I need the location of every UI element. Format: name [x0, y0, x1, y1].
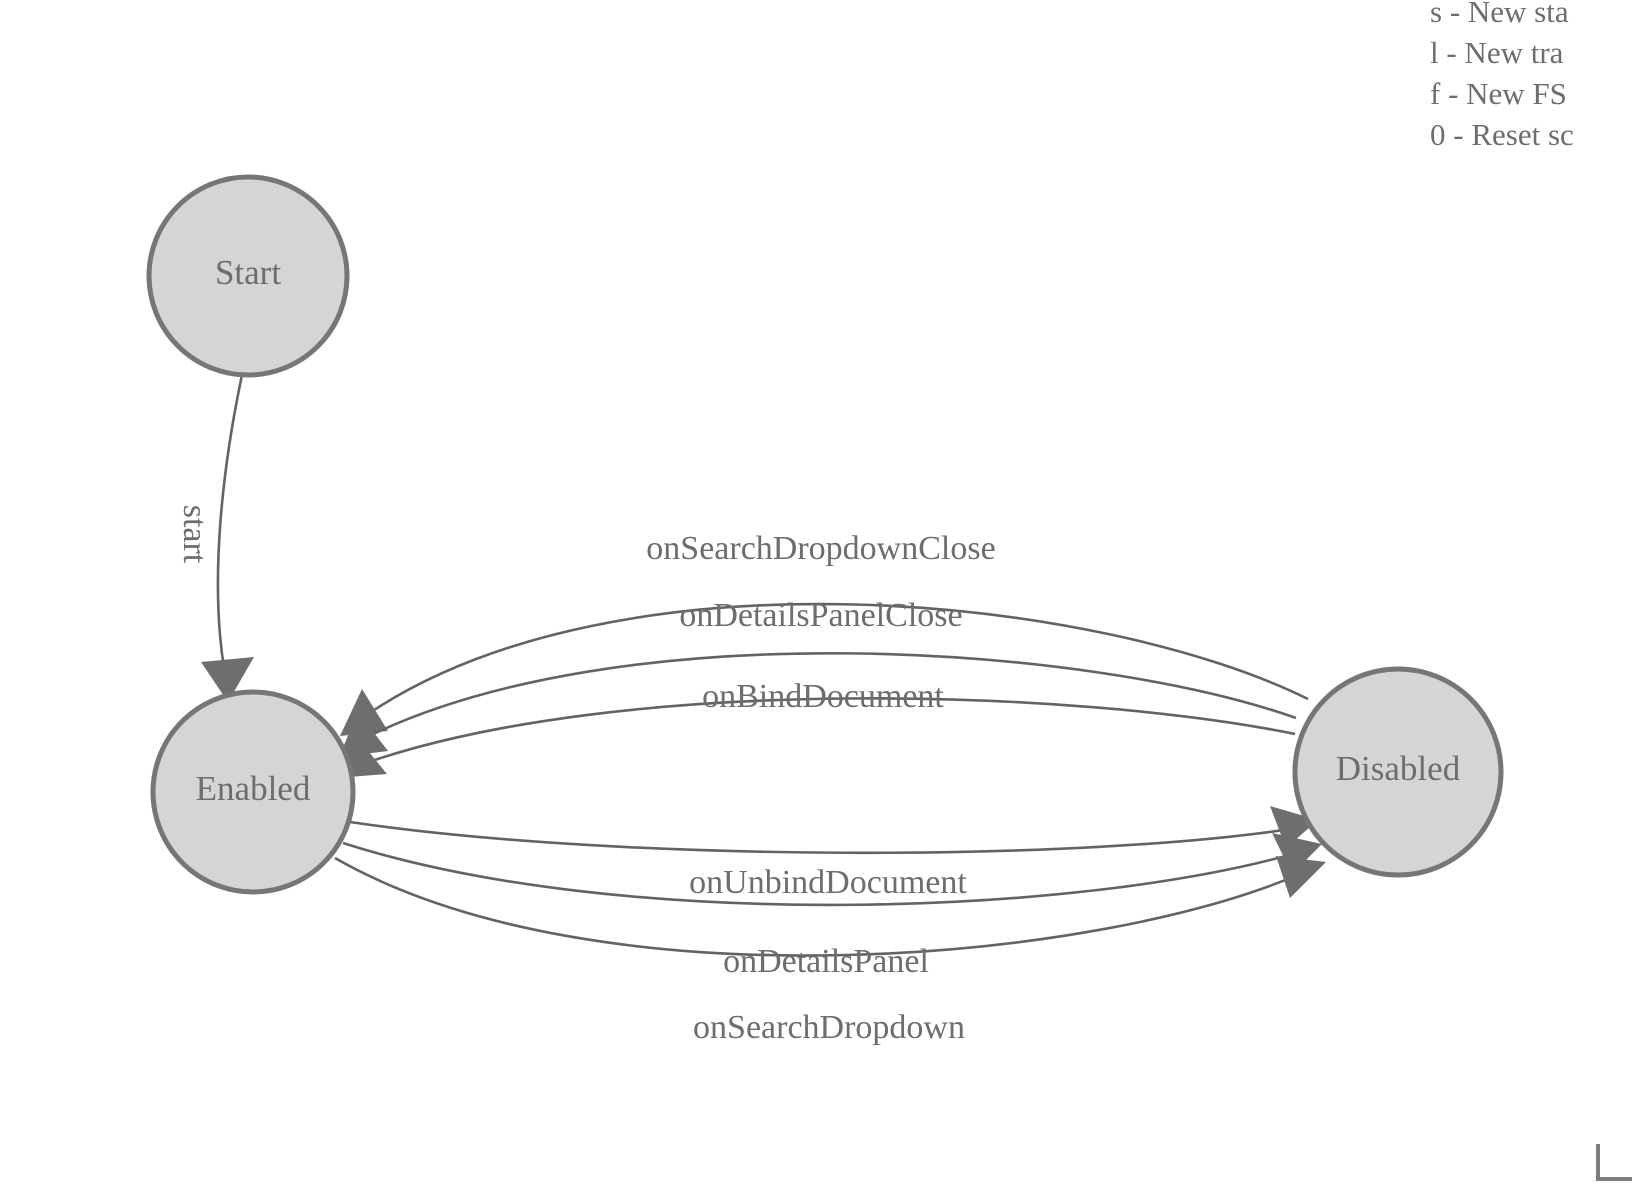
edge-onsearchdropdownclose-path[interactable] — [367, 602, 1309, 716]
legend-line-new-fsm: f - New FS — [1430, 76, 1567, 111]
legend-line-new-transition: l - New tra — [1430, 35, 1564, 70]
edge-label-onsearchdropdownclose: onSearchDropdownClose — [646, 530, 995, 567]
edge-label-ondetailspanel: onDetailsPanel — [723, 943, 929, 980]
bottom-right-corner-mark — [1596, 1144, 1632, 1181]
node-start-label: Start — [215, 253, 281, 292]
edge-onsearchdropdown-arrowhead — [1276, 856, 1326, 898]
edge-label-onbinddocument: onBindDocument — [702, 678, 944, 715]
corner-mark-group — [1596, 1144, 1632, 1181]
legend-line-reset: 0 - Reset sc — [1430, 117, 1574, 152]
node-group: Start Enabled Disabled — [146, 174, 1504, 895]
edge-label-ondetailspanelclose: onDetailsPanelClose — [679, 597, 962, 634]
edge-group — [201, 374, 1326, 957]
edge-label-start: start — [176, 505, 213, 564]
node-disabled-label: Disabled — [1336, 749, 1461, 788]
edge-label-onunbinddocument: onUnbindDocument — [689, 864, 967, 901]
legend-line-new-state: s - New sta — [1430, 0, 1569, 29]
edge-onsearchdropdownclose-arrowhead — [340, 689, 388, 736]
edge-ondetailspanel-path[interactable] — [342, 841, 1301, 907]
edge-ondetailspanel-arrowhead — [1272, 833, 1322, 874]
node-enabled-circle[interactable] — [150, 689, 356, 895]
legend-group: s - New sta l - New tra f - New FS 0 - R… — [1430, 0, 1574, 152]
edge-label-onsearchdropdown: onSearchDropdown — [693, 1009, 965, 1046]
node-enabled-label: Enabled — [196, 769, 311, 808]
edge-onsearchdropdown-path[interactable] — [334, 856, 1305, 957]
node-disabled-circle[interactable] — [1292, 666, 1504, 878]
node-start-circle[interactable] — [146, 174, 350, 378]
edge-ondetailspanelclose-path[interactable] — [364, 652, 1297, 740]
edge-start-arrowhead — [201, 657, 254, 702]
edge-onunbinddocument-path[interactable] — [349, 820, 1298, 855]
edge-label-group: start onSearchDropdownClose onDetailsPan… — [176, 505, 995, 1046]
edge-start-path[interactable] — [216, 374, 244, 669]
edge-onbinddocument-path[interactable] — [359, 697, 1296, 767]
